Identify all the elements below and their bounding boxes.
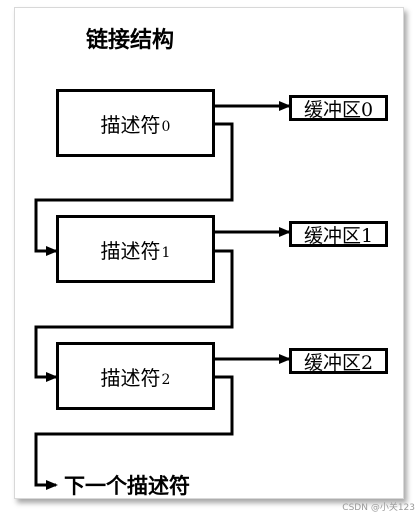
diagram-title: 链接结构 <box>86 28 175 53</box>
descriptor-1-label: 描述符 <box>100 238 161 263</box>
buffer-0-box: 缓冲区0 <box>289 95 388 121</box>
buffer-1-box: 缓冲区1 <box>289 221 388 247</box>
buffer-0-label: 缓冲区0 <box>303 99 374 121</box>
link-desc1-to-desc2 <box>34 249 234 382</box>
descriptor-0-index: 0 <box>161 119 171 135</box>
descriptor-2-label: 描述符 <box>100 365 161 390</box>
watermark: CSDN @小关123 <box>342 503 415 513</box>
descriptor-2-index: 2 <box>161 372 171 388</box>
descriptor-0-label: 描述符 <box>100 112 161 137</box>
next-descriptor-label: 下一个描述符 <box>64 474 190 498</box>
link-desc0-to-desc1 <box>34 122 234 256</box>
buffer-1-label: 缓冲区1 <box>303 225 374 247</box>
descriptor-1-index: 1 <box>161 245 171 261</box>
buffer-2-box: 缓冲区2 <box>289 348 388 374</box>
buffer-2-label: 缓冲区2 <box>303 352 374 374</box>
link-desc2-to-next <box>34 375 234 490</box>
